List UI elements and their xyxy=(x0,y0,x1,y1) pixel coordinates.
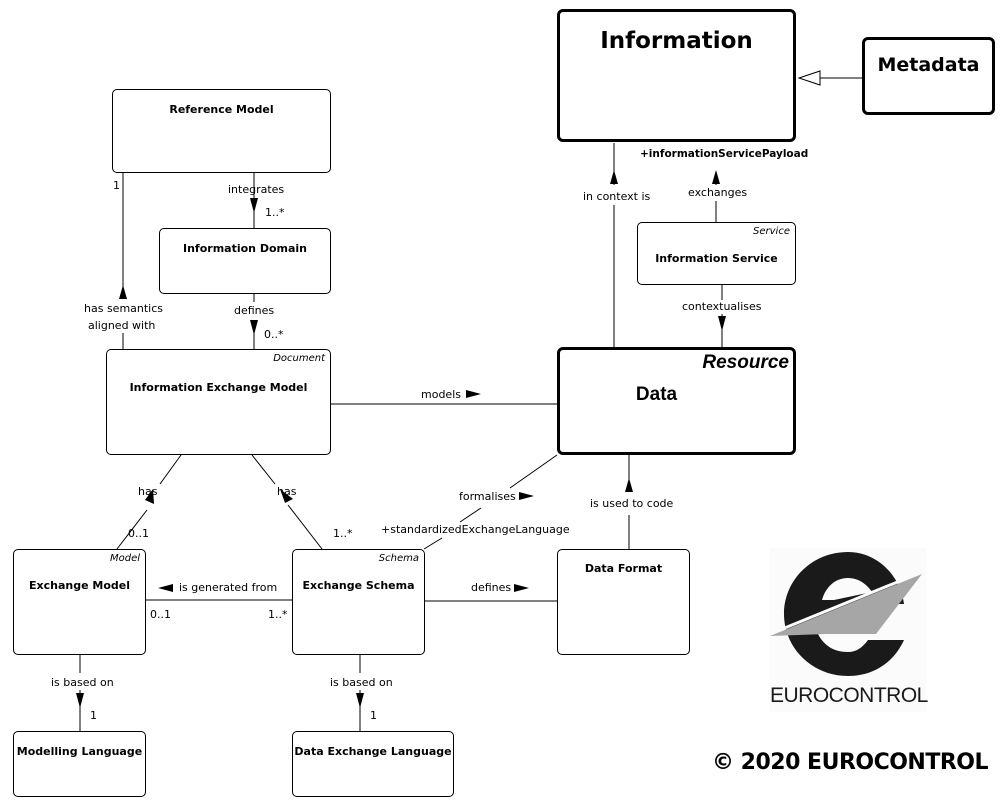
based-on-modelling-arrow-icon xyxy=(76,693,84,708)
is-generated-from-source-multiplicity: 0..1 xyxy=(150,608,171,621)
formalises-line-lower xyxy=(423,537,443,550)
logo-text: EUROCONTROL xyxy=(770,684,928,707)
class-stereotype: Document xyxy=(273,353,325,364)
class-information[interactable]: Information xyxy=(557,9,796,142)
exchanges-label: exchanges xyxy=(688,186,748,199)
class-title: Exchange Model xyxy=(29,579,130,592)
has-exchange-model-line xyxy=(159,454,182,485)
based-on-dxl-multiplicity: 1 xyxy=(370,709,377,722)
integrates-label: integrates xyxy=(228,183,285,196)
class-exchange-model[interactable]: Model Exchange Model xyxy=(13,549,146,655)
formalises-arrow-icon xyxy=(519,492,534,500)
class-title: Reference Model xyxy=(169,103,274,116)
models-arrow-icon xyxy=(466,390,481,398)
class-modelling-language[interactable]: Modelling Language xyxy=(13,731,146,797)
defines-format-arrow-icon xyxy=(514,584,529,592)
class-title: Metadata xyxy=(877,54,980,76)
defines-format-label: defines xyxy=(471,581,512,594)
has-exchange-schema-multiplicity: 1..* xyxy=(333,527,353,540)
has-exchange-model-label: has xyxy=(138,485,158,498)
has-exchange-schema-line xyxy=(251,454,276,485)
contextualises-arrow-icon xyxy=(718,316,726,331)
logo-swoosh xyxy=(770,574,922,636)
class-information-domain[interactable]: Information Domain xyxy=(159,228,331,294)
eurocontrol-logo: EUROCONTROL xyxy=(769,548,928,712)
class-title: Data Format xyxy=(584,562,663,575)
exchanges-arrow-icon xyxy=(712,170,720,184)
class-title: Information Exchange Model xyxy=(129,381,308,394)
defines-iem-arrow-icon xyxy=(250,320,258,335)
in-context-arrow-icon xyxy=(610,170,618,184)
class-title: Modelling Language xyxy=(16,745,143,758)
class-information-service[interactable]: Service Information Service xyxy=(637,222,796,285)
defines-iem-multiplicity: 0..* xyxy=(264,328,284,341)
has-exchange-schema-label: has xyxy=(277,485,297,498)
exchanges-role: +informationServicePayload xyxy=(640,148,809,160)
logo-e-shape xyxy=(784,552,904,676)
in-context-label: in context is xyxy=(583,190,651,203)
has-semantics-label-line2: aligned with xyxy=(88,319,156,332)
has-semantics-label-line1: has semantics xyxy=(84,302,164,315)
based-on-modelling-multiplicity: 1 xyxy=(90,709,97,722)
class-title: Information Domain xyxy=(183,242,307,255)
class-title: Information Service xyxy=(655,252,778,265)
formalises-label: formalises xyxy=(459,490,516,503)
class-title: Data Exchange Language xyxy=(294,745,452,758)
integrates-multiplicity: 1..* xyxy=(265,206,285,219)
class-data-format[interactable]: Data Format xyxy=(557,549,690,655)
contextualises-label: contextualises xyxy=(682,300,762,313)
class-title: Exchange Schema xyxy=(302,579,415,592)
based-on-modelling-label: is based on xyxy=(51,676,114,689)
has-exchange-model-line-lower xyxy=(116,509,148,550)
has-semantics-source-multiplicity: 1 xyxy=(113,179,120,192)
based-on-dxl-arrow-icon xyxy=(356,693,364,708)
class-reference-model[interactable]: Reference Model xyxy=(112,89,331,173)
generalization-arrowhead xyxy=(797,70,821,86)
is-generated-from-label: is generated from xyxy=(179,581,278,594)
class-information-exchange-model[interactable]: Document Information Exchange Model xyxy=(106,349,331,455)
eurocontrol-e-icon xyxy=(769,552,923,676)
models-label: models xyxy=(421,388,461,401)
has-exchange-schema-arrow-icon xyxy=(280,489,293,503)
class-title: Data xyxy=(635,384,678,405)
class-stereotype: Schema xyxy=(378,553,419,564)
class-title: Information xyxy=(600,28,753,54)
formalises-role: +standardizedExchangeLanguage xyxy=(381,523,570,536)
copyright-notice: © 2020 EUROCONTROL xyxy=(712,750,989,775)
has-exchange-schema-line-lower xyxy=(287,504,323,550)
has-exchange-model-multiplicity: 0..1 xyxy=(128,527,149,540)
class-data-exchange-language[interactable]: Data Exchange Language xyxy=(292,731,454,797)
is-generated-from-target-multiplicity: 1..* xyxy=(268,608,288,621)
is-generated-from-arrow-icon xyxy=(158,584,173,592)
is-used-to-code-label: is used to code xyxy=(590,497,674,510)
class-stereotype: Resource xyxy=(702,352,789,373)
has-semantics-arrow-icon xyxy=(119,285,127,299)
formalises-line-mid xyxy=(459,507,482,523)
logo-swoosh-edge xyxy=(769,570,923,636)
integrates-arrow-icon xyxy=(250,198,258,213)
class-stereotype: Service xyxy=(753,226,790,237)
class-stereotype: Model xyxy=(109,553,140,564)
class-metadata[interactable]: Metadata xyxy=(862,37,995,115)
based-on-dxl-label: is based on xyxy=(330,676,393,689)
has-exchange-model-arrow-icon xyxy=(145,489,154,504)
class-data[interactable]: Resource Data xyxy=(557,347,796,455)
defines-iem-label: defines xyxy=(234,304,275,317)
formalises-line xyxy=(509,454,558,489)
is-used-to-code-arrow-icon xyxy=(625,478,633,492)
class-exchange-schema[interactable]: Schema Exchange Schema xyxy=(292,549,425,655)
